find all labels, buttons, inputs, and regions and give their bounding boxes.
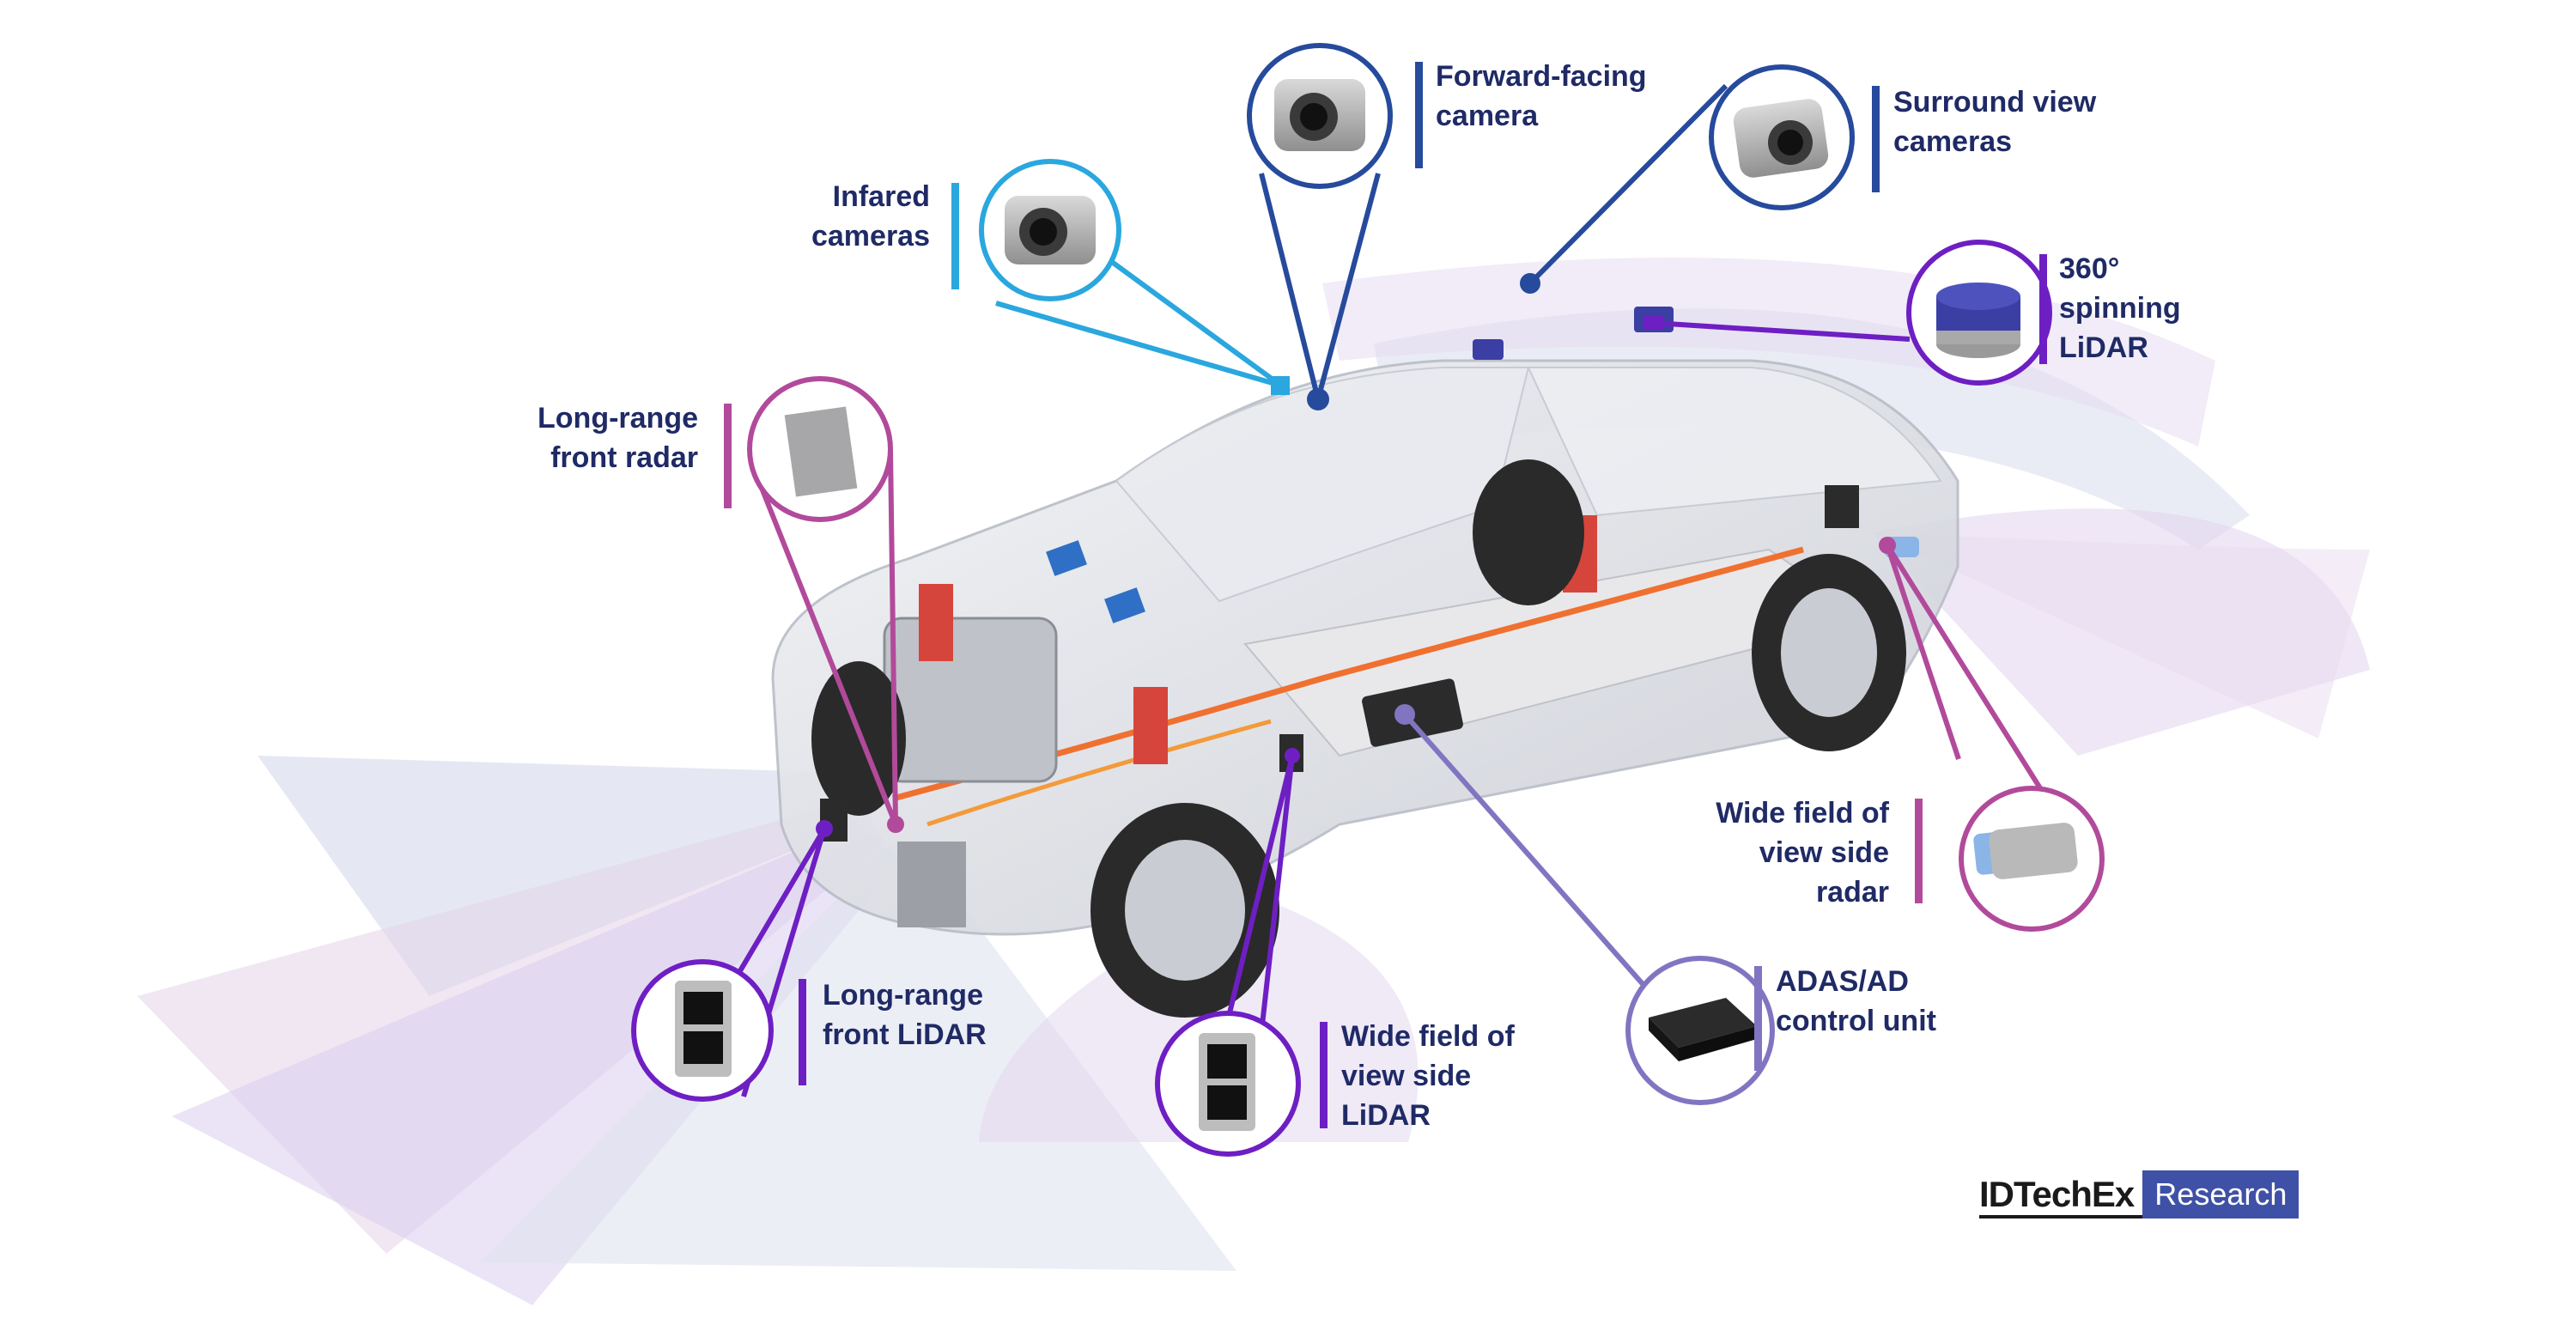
logo-name: IDTechEx (1979, 1170, 2143, 1218)
rear-lidar-on-car (1825, 485, 1859, 528)
front-low-coverage-fan (481, 842, 1236, 1271)
infrared-camera-callout (979, 159, 1121, 301)
front-lidar-label-bar (799, 979, 806, 1085)
side-radar-label: Wide field of view side radar (1716, 797, 1889, 909)
side-lidar-callout (1155, 1011, 1301, 1157)
spinning-lidar-callout (1906, 240, 2052, 386)
camera-icon (1005, 196, 1096, 264)
side-radar-icon (1973, 823, 2078, 879)
surround-label-bar (1872, 86, 1880, 192)
rear-left-wheel (1752, 554, 1906, 751)
windshield (1115, 367, 1530, 603)
logo-tag: Research (2142, 1170, 2300, 1218)
interior-display-1 (1046, 540, 1087, 576)
idtechex-logo: IDTechEx Research (1979, 1170, 2300, 1218)
front-coverage-fan-3 (172, 824, 902, 1305)
control-unit-icon (1649, 998, 1757, 1061)
front-radar-callout (747, 376, 893, 522)
infrared-label-bar (951, 183, 959, 289)
forward-label-bar (1415, 62, 1423, 168)
car-illustration (771, 307, 1959, 1018)
solid-state-lidar-icon (675, 981, 732, 1077)
radar-panel-icon (784, 406, 858, 497)
rear-right-wheel (1473, 459, 1584, 605)
surround-cameras-label: Surround view cameras (1893, 86, 2097, 158)
infrared-cameras-label: Infared cameras (811, 180, 930, 252)
surround-camera-callout (1709, 64, 1855, 210)
forward-camera-label: Forward-facing camera (1436, 60, 1647, 132)
adas-label-bar (1754, 966, 1762, 1071)
roof-glass (1527, 367, 1942, 517)
front-left-wheel (1091, 803, 1279, 1018)
spinning-lidar-label: 360° spinning LiDAR (2059, 252, 2181, 364)
front-lidar-label: Long-range front LiDAR (823, 979, 987, 1051)
rear-coverage-fan-2 (1872, 532, 2370, 738)
callout-circles (631, 43, 2105, 1157)
side-radar-callout (1959, 786, 2105, 932)
camera-icon (1733, 99, 1829, 178)
front-lidar-callout (631, 959, 774, 1102)
front-radar-on-car (897, 842, 966, 927)
side-radar-label-bar (1915, 799, 1923, 903)
spinning-lidar-label-bar (2039, 254, 2047, 364)
interior-display-2 (1104, 587, 1145, 623)
wiring-harness (927, 719, 1272, 827)
front-radar-label: Long-range front radar (538, 402, 698, 474)
side-lidar-label-bar (1320, 1022, 1327, 1128)
camera-icon (1274, 79, 1365, 151)
spinning-lidar-icon (1936, 283, 2020, 358)
forward-camera-callout (1247, 43, 1393, 189)
adas-callout (1625, 956, 1775, 1105)
adas-label: ADAS/AD control unit (1776, 965, 1936, 1037)
solid-state-lidar-icon (1199, 1033, 1255, 1131)
roof-lidar-front (1473, 339, 1504, 360)
side-lidar-label: Wide field of view side LiDAR (1341, 1020, 1515, 1132)
front-radar-label-bar (724, 404, 732, 508)
